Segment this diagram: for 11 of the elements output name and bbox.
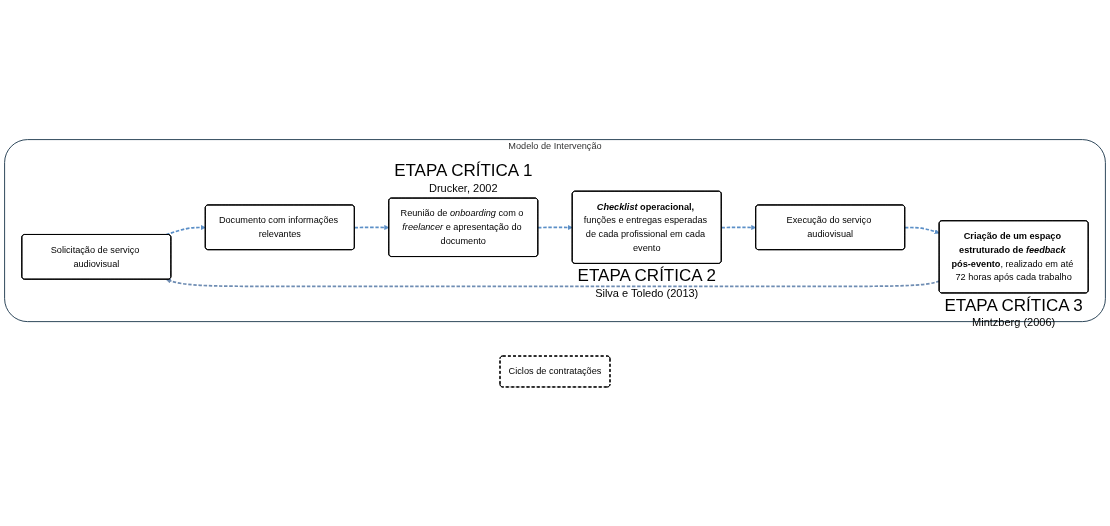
arrow — [353, 224, 390, 230]
stage-heading: ETAPA CRÍTICA 2 — [577, 266, 716, 287]
reference-citation: Drucker, 2002 — [428, 181, 499, 195]
arrow — [165, 278, 941, 287]
arrow — [165, 224, 206, 236]
stage-heading: ETAPA CRÍTICA 1 — [394, 161, 533, 182]
stage-heading: ETAPA CRÍTICA 3 — [944, 295, 1083, 317]
arrow — [537, 224, 573, 230]
arrow — [904, 226, 940, 234]
reference-citation: Silva e Toledo (2013) — [594, 286, 700, 300]
arrow — [720, 224, 757, 230]
